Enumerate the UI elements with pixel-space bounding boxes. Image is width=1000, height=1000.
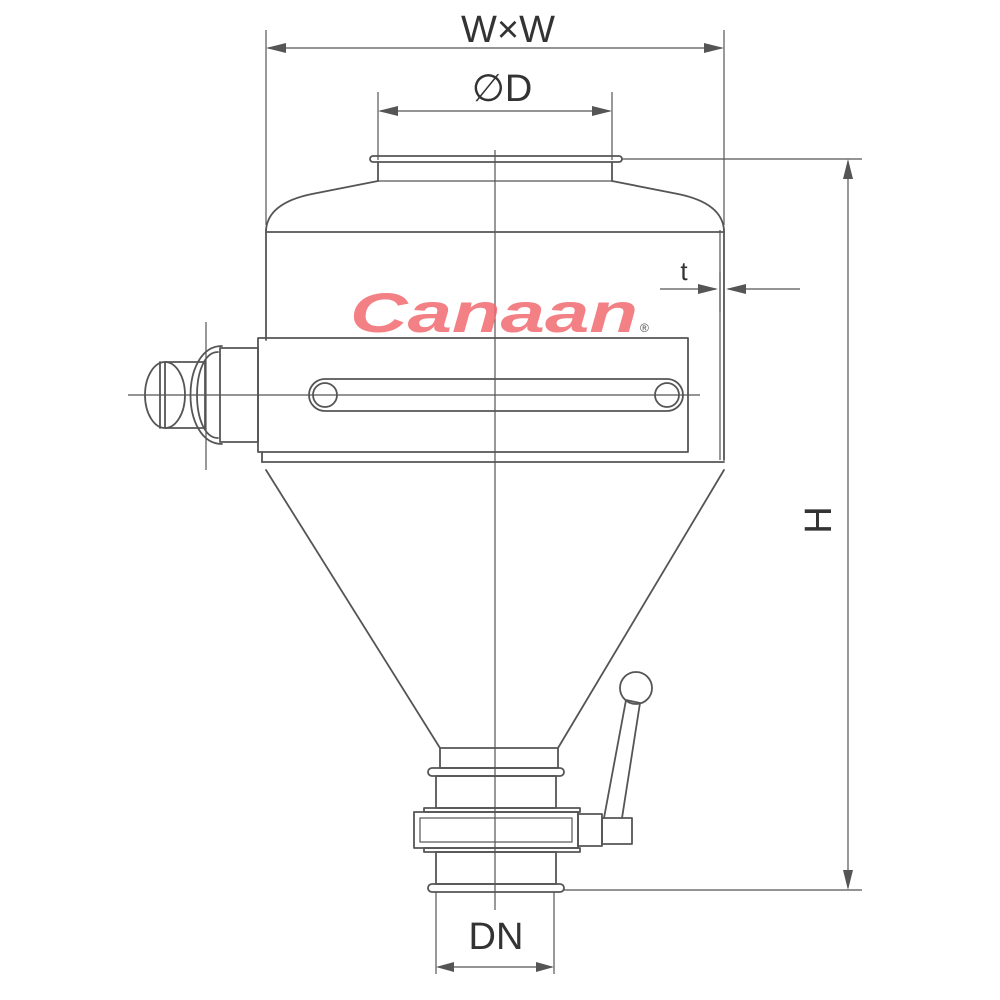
outlet-arrow-right (536, 962, 554, 972)
diameter-arrow-right (592, 106, 612, 116)
valve-handle-lever (603, 699, 641, 819)
outlet-label: DN (469, 916, 524, 958)
top-flange (369, 155, 623, 163)
hopper-body (257, 155, 725, 749)
cone-right-edge (557, 469, 725, 749)
height-label: H (798, 506, 840, 533)
valve-handle-hub (601, 817, 633, 845)
valve-upper-seal (423, 807, 581, 813)
outlet-upper-clamp (427, 767, 565, 777)
thickness-label: t (680, 256, 688, 286)
width-arrow-right (704, 43, 724, 53)
lid-left-shoulder (265, 180, 379, 231)
logo-registered-mark: ® (640, 321, 649, 335)
height-arrow-bottom (843, 870, 853, 890)
valve-disc-housing-inner (419, 817, 573, 843)
lid-right-shoulder (611, 180, 725, 231)
dimension-width (265, 30, 725, 225)
diameter-label: ∅D (472, 68, 533, 110)
thickness-arrow-left (698, 284, 718, 294)
diameter-arrow-left (378, 106, 398, 116)
valve-stem-housing (577, 813, 603, 847)
outlet-arrow-left (436, 962, 454, 972)
sight-slot (308, 378, 684, 412)
width-arrow-left (266, 43, 286, 53)
dimension-outlet (435, 892, 555, 974)
outlet-neck (439, 747, 559, 769)
valve-handle-knob (619, 671, 653, 705)
dimension-height (564, 158, 862, 891)
height-arrow-top (843, 159, 853, 179)
width-label: W×W (461, 9, 555, 51)
canaan-logo: Canaan ® (350, 281, 649, 344)
valve-upper-body (435, 775, 557, 809)
dimension-diameter (377, 92, 613, 160)
outlet-assembly (413, 671, 653, 893)
side-inlet (128, 322, 700, 470)
thickness-arrow-right (726, 284, 746, 294)
outlet-lower-clamp (427, 883, 565, 893)
cone-left-edge (265, 469, 441, 749)
valve-lower-body (435, 851, 557, 885)
logo-text: Canaan (350, 281, 638, 344)
dimension-thickness (660, 272, 800, 312)
